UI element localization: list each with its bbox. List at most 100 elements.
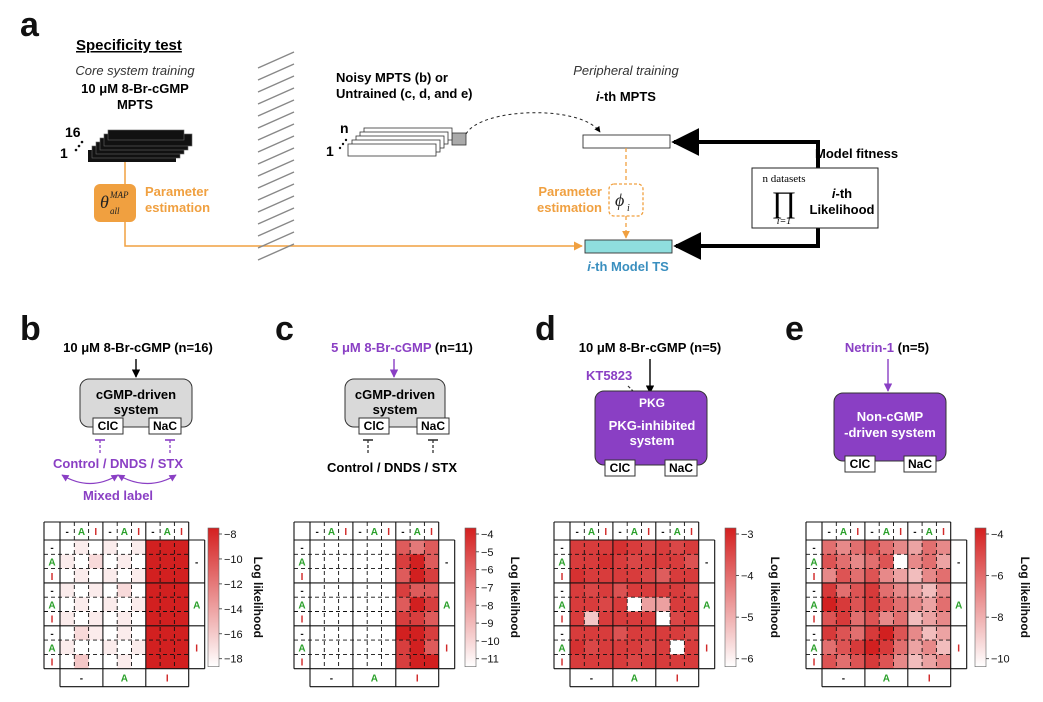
heatmap-cell: [367, 654, 382, 669]
theta-subscript: all: [110, 206, 120, 216]
heatmap-top-label: I: [647, 527, 650, 538]
heatmap-cell: [410, 568, 425, 584]
panel-d-letter: d: [535, 310, 556, 348]
heatmap-cell: [310, 540, 325, 555]
heatmap-top-label: A: [883, 527, 890, 538]
panel-b-clc-label: ClC: [98, 419, 119, 433]
heatmap-cell: [670, 625, 685, 641]
panel-b-mixed-arrow-right: [117, 474, 177, 484]
heatmap-right-label: -: [705, 557, 708, 568]
heatmap-cell: [822, 568, 837, 584]
heatmap-cell: [864, 540, 880, 555]
panel-b-nac-port: [148, 417, 182, 435]
heatmap-cell: [836, 554, 851, 569]
heatmap-cell: [922, 625, 937, 641]
heatmap-cell: [88, 625, 104, 641]
heatmap-cell: [395, 568, 411, 584]
heatmap-top-label: I: [856, 527, 859, 538]
heatmap-left-label: A: [298, 600, 305, 611]
heatmap-left-label: A: [558, 557, 565, 568]
heatmap-top-label: I: [690, 527, 693, 538]
heatmap-cell: [922, 597, 937, 612]
heatmap-cell: [864, 568, 880, 584]
heatmap-cell: [907, 640, 923, 655]
heatmap-cell: [395, 597, 411, 612]
colorbar-d: [724, 527, 737, 667]
panel-b-condition-label: Control / DNDS / STX: [53, 456, 183, 471]
heatmap-cell: [822, 640, 837, 655]
heatmap-cell: [88, 582, 104, 598]
heatmap-cell: [367, 554, 382, 569]
heatmap-cell: [598, 597, 614, 612]
core-subtitle: Core system training: [75, 63, 195, 78]
panel-c-clc-port: [358, 417, 390, 435]
heatmap-cell: [850, 540, 866, 555]
heatmap-cell: [102, 568, 118, 584]
heatmap-right-label: I: [957, 643, 960, 654]
heatmap-cell: [879, 597, 894, 612]
heatmap-right-label: -: [957, 557, 960, 568]
heatmap-cell: [145, 625, 161, 641]
heatmap-top-label: A: [926, 527, 933, 538]
heatmap-top-label: I: [94, 527, 97, 538]
heatmap-right-label: I: [445, 643, 448, 654]
heatmap-top-label: I: [604, 527, 607, 538]
heatmap-cell: [570, 597, 585, 612]
heatmap-cell: [352, 597, 368, 612]
heatmap-cell: [612, 654, 628, 669]
heatmap-top-label: -: [108, 527, 111, 538]
heatmap-cell: [684, 540, 699, 555]
param-est-right-1: Parameter: [538, 184, 602, 199]
heatmap-cell: [60, 597, 75, 612]
heatmap-cell: [670, 540, 685, 555]
heatmap-left-label: A: [298, 557, 305, 568]
heatmap-cell: [570, 568, 585, 584]
heatmap-cell: [850, 640, 866, 655]
heatmap-cell: [324, 611, 339, 627]
heatmap-cell: [612, 568, 628, 584]
heatmap-cell: [310, 582, 325, 598]
heatmap-cell: [684, 554, 699, 569]
panel-c-system-line1: cGMP-driven: [355, 387, 435, 402]
panel-c-condition-label: Control / DNDS / STX: [327, 460, 457, 475]
heatmap-top-label: -: [575, 527, 578, 538]
heatmap-top-label: -: [65, 527, 68, 538]
panel-e-letter: e: [785, 310, 804, 348]
heatmap-cell: [822, 554, 837, 569]
heatmap-cell: [936, 597, 951, 612]
heatmap-cell: [907, 611, 923, 627]
heatmap-cell: [60, 540, 75, 555]
noisy-mpts-stack: [347, 127, 467, 157]
panel-d-stimulus: 10 μM 8-Br-cGMP (n=5): [579, 340, 721, 355]
heatmap-cell: [174, 640, 189, 655]
colorbar-tick: −6: [481, 565, 494, 577]
heatmap-cell: [893, 568, 909, 584]
heatmap-top-label: A: [631, 527, 638, 538]
heatmap-cell: [395, 611, 411, 627]
heatmap-cell: [410, 540, 425, 555]
likelihood-line1: i-th: [832, 186, 852, 201]
heatmap-cell: [598, 568, 614, 584]
heatmap-left-label: -: [300, 543, 303, 554]
panel-d-nac-label: NaC: [669, 461, 693, 475]
heatmap-cell: [836, 568, 851, 584]
heatmap-right-label: A: [955, 600, 962, 611]
heatmap-cell: [117, 554, 132, 569]
heatmap-cell: [584, 540, 599, 555]
heatmap-cell: [424, 540, 439, 555]
heatmap-left-label: I: [51, 615, 54, 626]
heatmap-cell: [893, 554, 909, 569]
heatmap-cell: [367, 611, 382, 627]
heatmap-cell: [310, 597, 325, 612]
heatmap-cell: [641, 582, 657, 598]
orange-flow-line: [124, 222, 583, 251]
heatmap-cell: [598, 540, 614, 555]
heatmap-cell: [74, 640, 89, 655]
heatmap-cell: [381, 625, 397, 641]
heatmap-cell: [836, 540, 851, 555]
heatmap-cell: [612, 582, 628, 598]
heatmap-cell: [922, 568, 937, 584]
colorbar-tick: −10: [224, 554, 243, 566]
heatmap-cell: [324, 568, 339, 584]
likelihood-line2: Likelihood: [810, 202, 875, 217]
